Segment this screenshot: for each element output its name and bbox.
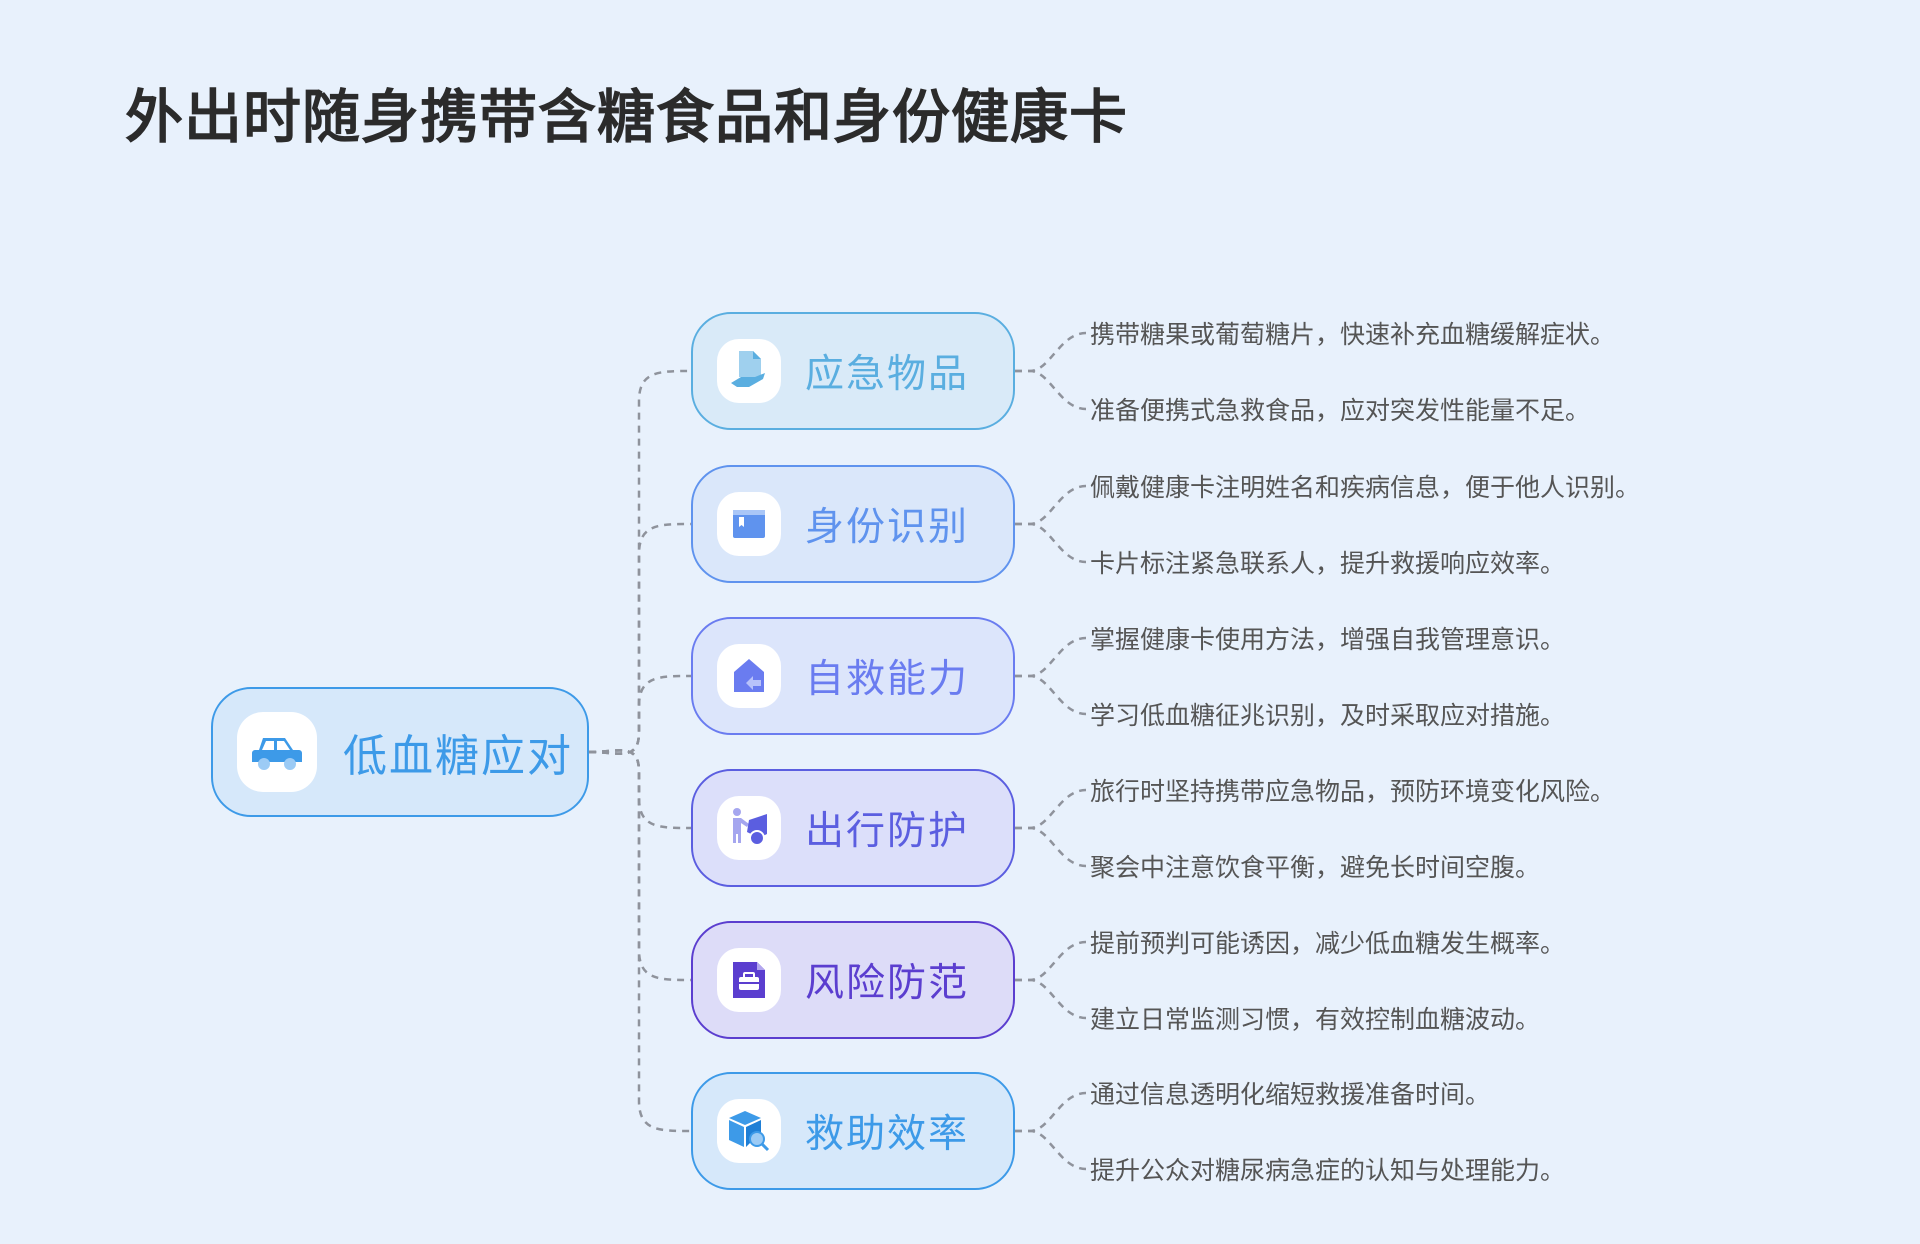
leaf-text: 建立日常监测习惯，有效控制血糖波动。 [1090,1005,1541,1034]
root-label: 低血糖应对 [343,731,573,782]
leaf-text: 提升公众对糖尿病急症的认知与处理能力。 [1090,1156,1566,1185]
car-repair-icon [717,796,781,860]
leaf-text: 掌握健康卡使用方法，增强自我管理意识。 [1090,625,1566,654]
branch-node-5[interactable]: 风险防范 [691,921,1015,1039]
hand-document-icon [717,339,781,403]
home-return-icon [717,644,781,708]
briefcase-file-icon [717,948,781,1012]
branch-label: 应急物品 [805,352,970,397]
branch-node-2[interactable]: 身份识别 [691,465,1015,583]
leaf-text: 准备便携式急救食品，应对突发性能量不足。 [1090,396,1591,425]
car-icon [237,712,317,792]
leaf-text: 聚会中注意饮食平衡，避免长时间空腹。 [1090,853,1541,882]
leaf-text: 携带糖果或葡萄糖片，快速补充血糖缓解症状。 [1090,320,1616,349]
id-card-icon [717,492,781,556]
branch-label: 风险防范 [805,961,970,1006]
branch-label: 出行防护 [805,809,970,854]
branch-node-4[interactable]: 出行防护 [691,769,1015,887]
leaf-text: 提前预判可能诱因，减少低血糖发生概率。 [1090,929,1566,958]
branch-label: 身份识别 [805,505,970,550]
leaf-text: 佩戴健康卡注明姓名和疾病信息，便于他人识别。 [1090,473,1641,502]
leaf-text: 通过信息透明化缩短救援准备时间。 [1090,1080,1491,1109]
branch-node-3[interactable]: 自救能力 [691,617,1015,735]
leaf-text: 卡片标注紧急联系人，提升救援响应效率。 [1090,549,1566,578]
leaf-text: 学习低血糖征兆识别，及时采取应对措施。 [1090,701,1566,730]
branch-label: 救助效率 [805,1112,970,1157]
root-node[interactable]: 低血糖应对 [211,687,589,817]
branch-node-1[interactable]: 应急物品 [691,312,1015,430]
branch-label: 自救能力 [805,657,970,702]
leaf-text: 旅行时坚持携带应急物品，预防环境变化风险。 [1090,777,1616,806]
branch-node-6[interactable]: 救助效率 [691,1072,1015,1190]
box-search-icon [717,1099,781,1163]
page-title: 外出时随身携带含糖食品和身份健康卡 [125,83,1129,151]
